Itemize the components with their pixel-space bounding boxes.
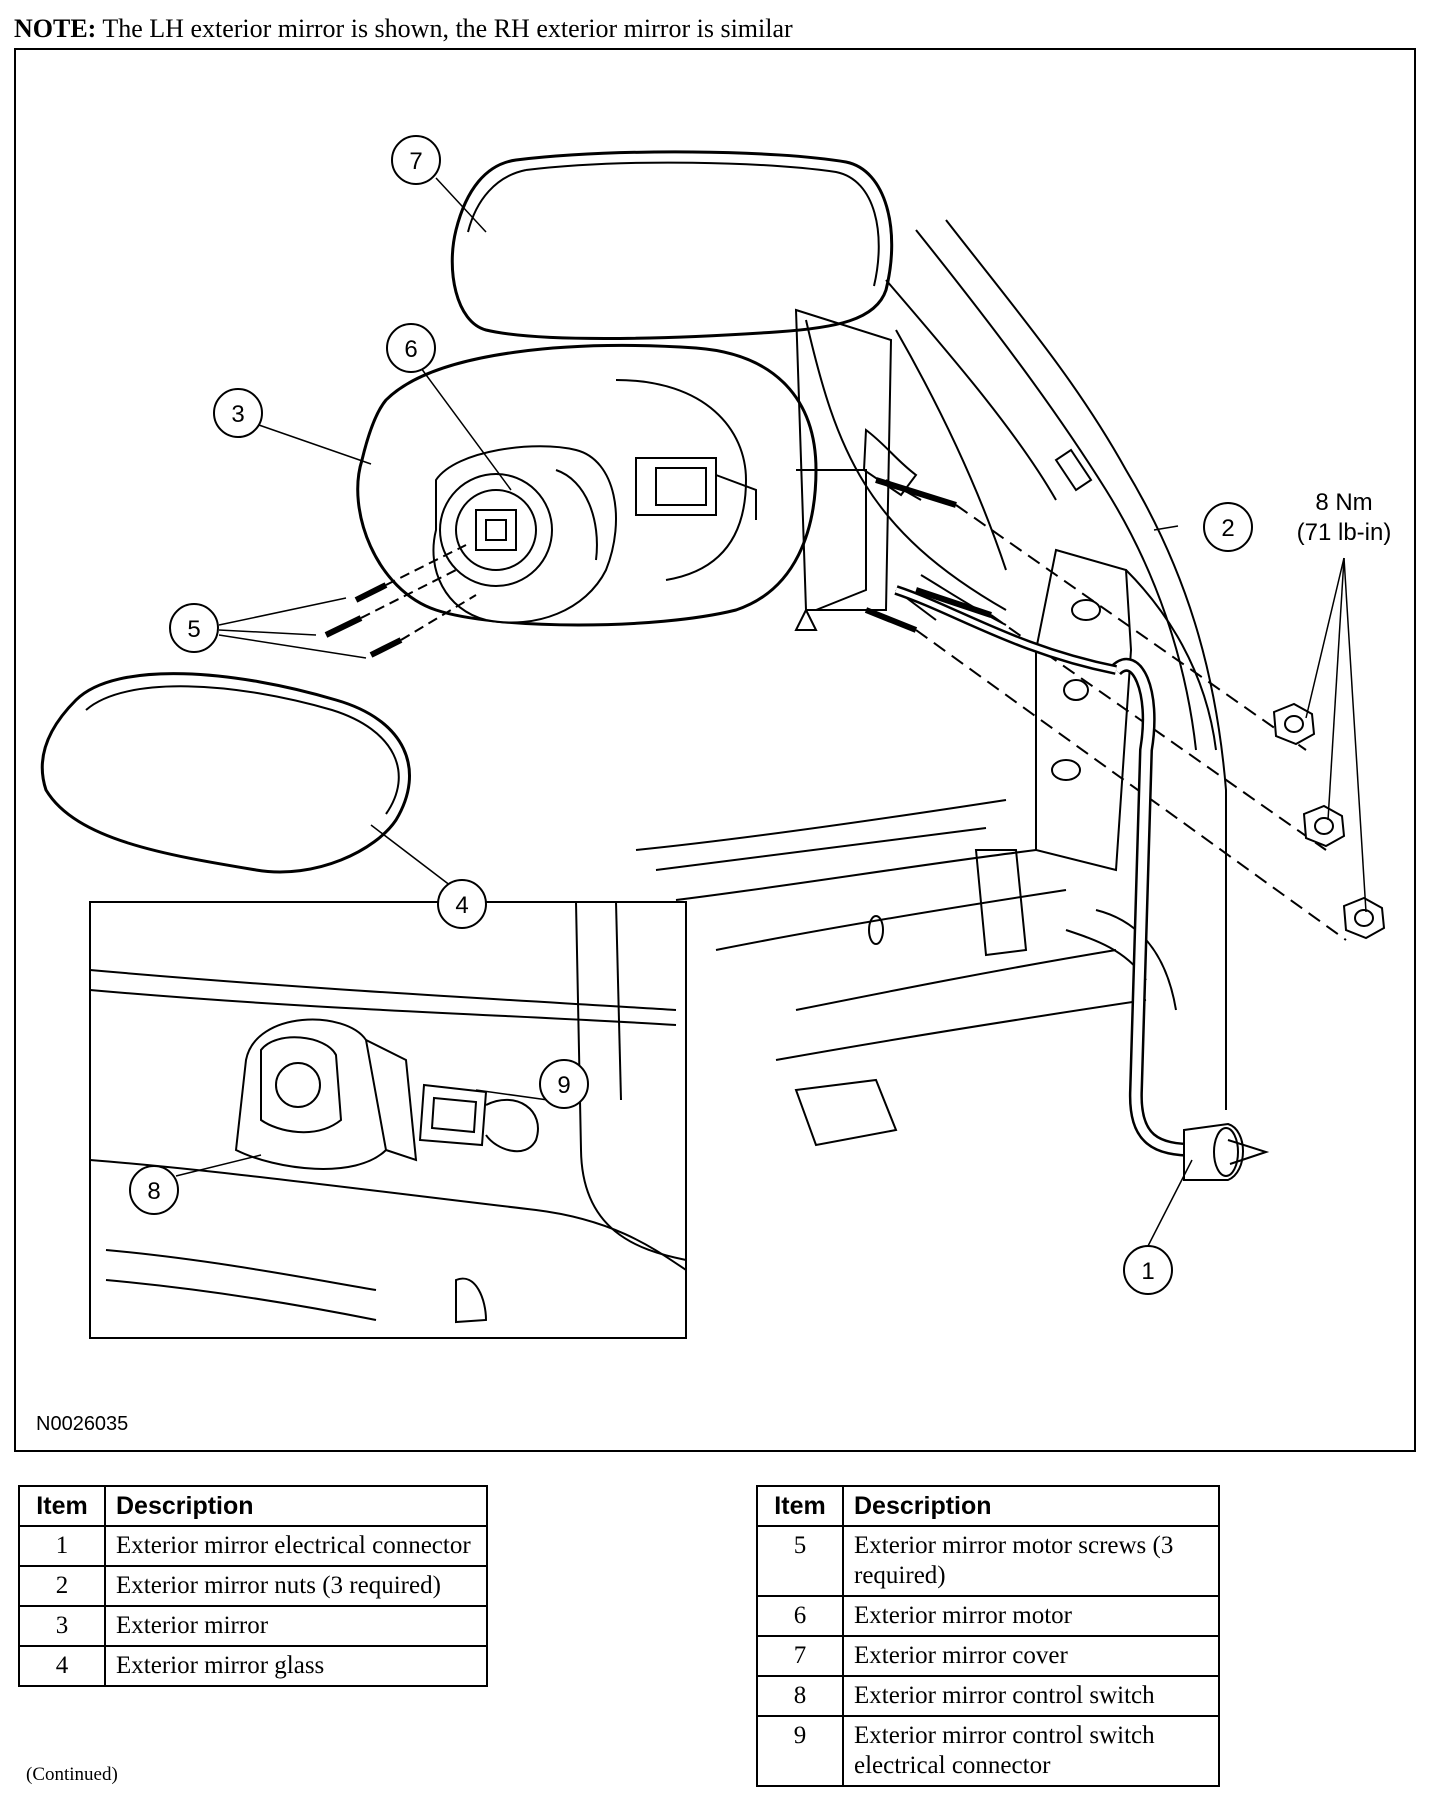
callout-1: 1 (1123, 1245, 1173, 1295)
callout-7-label: 7 (409, 148, 422, 175)
callouts: 7 6 3 5 4 2 1 (129, 135, 1253, 1295)
mirror-electrical-connector (1183, 1122, 1270, 1181)
callout-4: 4 (437, 879, 487, 929)
item-table-left: Item Description 1 Exterior mirror elect… (18, 1485, 488, 1687)
note-text: The LH exterior mirror is shown, the RH … (96, 14, 793, 43)
motor-screws (324, 544, 477, 658)
callout-7: 7 (391, 135, 441, 185)
item-number: 6 (756, 1595, 844, 1637)
table-row: 2 Exterior mirror nuts (3 required) (18, 1565, 488, 1607)
item-number: 8 (756, 1675, 844, 1717)
item-description: Exterior mirror nuts (3 required) (104, 1565, 488, 1607)
callout-5-label: 5 (187, 616, 200, 643)
item-column-header: Item (18, 1485, 106, 1527)
callout-3: 3 (213, 388, 263, 438)
item-description: Exterior mirror electrical connector (104, 1525, 488, 1567)
item-description: Exterior mirror control switch (842, 1675, 1220, 1717)
mirror-housing (356, 344, 867, 627)
door-body (635, 219, 1227, 1147)
control-switch (234, 1018, 418, 1170)
table-row: 8 Exterior mirror control switch (756, 1675, 1220, 1717)
item-description: Exterior mirror (104, 1605, 488, 1647)
note: NOTE: The LH exterior mirror is shown, t… (14, 12, 793, 46)
callout-6: 6 (386, 323, 436, 373)
table-row: 1 Exterior mirror electrical connector (18, 1525, 488, 1567)
table-header-row: Item Description (756, 1485, 1220, 1527)
mirror-nut (1272, 702, 1316, 746)
callout-9: 9 (539, 1059, 589, 1109)
table-row: 6 Exterior mirror motor (756, 1595, 1220, 1637)
mounting-studs (864, 477, 1347, 941)
torque-value: 8 Nm (1315, 489, 1372, 516)
item-column-header: Item (756, 1485, 844, 1527)
item-number: 7 (756, 1635, 844, 1677)
callout-6-label: 6 (404, 336, 417, 363)
continued-label: (Continued) (26, 1764, 118, 1785)
callout-3-label: 3 (231, 401, 244, 428)
item-number: 9 (756, 1715, 844, 1787)
mirror-nuts (1272, 702, 1386, 940)
callout-8: 8 (129, 1165, 179, 1215)
note-label: NOTE: (14, 14, 97, 43)
callout-4-label: 4 (455, 892, 468, 919)
item-description: Exterior mirror cover (842, 1635, 1220, 1677)
item-description: Exterior mirror control switch electrica… (842, 1715, 1220, 1787)
callout-5: 5 (169, 603, 219, 653)
mirror-motor (432, 445, 617, 624)
item-description: Exterior mirror motor screws (3 required… (842, 1525, 1220, 1597)
description-column-header: Description (842, 1485, 1220, 1527)
callout-8-label: 8 (147, 1178, 160, 1205)
item-table-right: Item Description 5 Exterior mirror motor… (756, 1485, 1220, 1787)
figure-id: N0026035 (36, 1413, 129, 1435)
mirror-nut (1342, 896, 1386, 940)
exploded-view-illustration: 7 6 3 5 4 2 1 (40, 135, 1392, 1339)
description-column-header: Description (104, 1485, 488, 1527)
table-header-row: Item Description (18, 1485, 488, 1527)
item-description: Exterior mirror motor (842, 1595, 1220, 1637)
callout-9-label: 9 (557, 1072, 570, 1099)
table-row: 4 Exterior mirror glass (18, 1645, 488, 1687)
mirror-harness (894, 585, 1197, 1157)
motor-connector (635, 457, 757, 520)
mirror-glass (40, 672, 411, 874)
inset-detail (89, 901, 687, 1339)
table-row: 7 Exterior mirror cover (756, 1635, 1220, 1677)
table-row: 3 Exterior mirror (18, 1605, 488, 1647)
torque-imperial: (71 lb-in) (1297, 519, 1392, 546)
item-number: 5 (756, 1525, 844, 1597)
callout-2-label: 2 (1221, 515, 1234, 542)
item-number: 1 (18, 1525, 106, 1567)
item-description: Exterior mirror glass (104, 1645, 488, 1687)
item-number: 2 (18, 1565, 106, 1607)
illustration-frame: 7 6 3 5 4 2 1 (14, 48, 1416, 1452)
item-number: 4 (18, 1645, 106, 1687)
callout-2: 2 (1203, 502, 1253, 552)
control-switch-connector (418, 1083, 539, 1153)
leader-lines (175, 177, 1367, 1247)
mirror-nut (1302, 804, 1346, 848)
table-row: 5 Exterior mirror motor screws (3 requir… (756, 1525, 1220, 1597)
mirror-cover (450, 150, 894, 340)
item-number: 3 (18, 1605, 106, 1647)
callout-1-label: 1 (1141, 1258, 1154, 1285)
table-row: 9 Exterior mirror control switch electri… (756, 1715, 1220, 1787)
